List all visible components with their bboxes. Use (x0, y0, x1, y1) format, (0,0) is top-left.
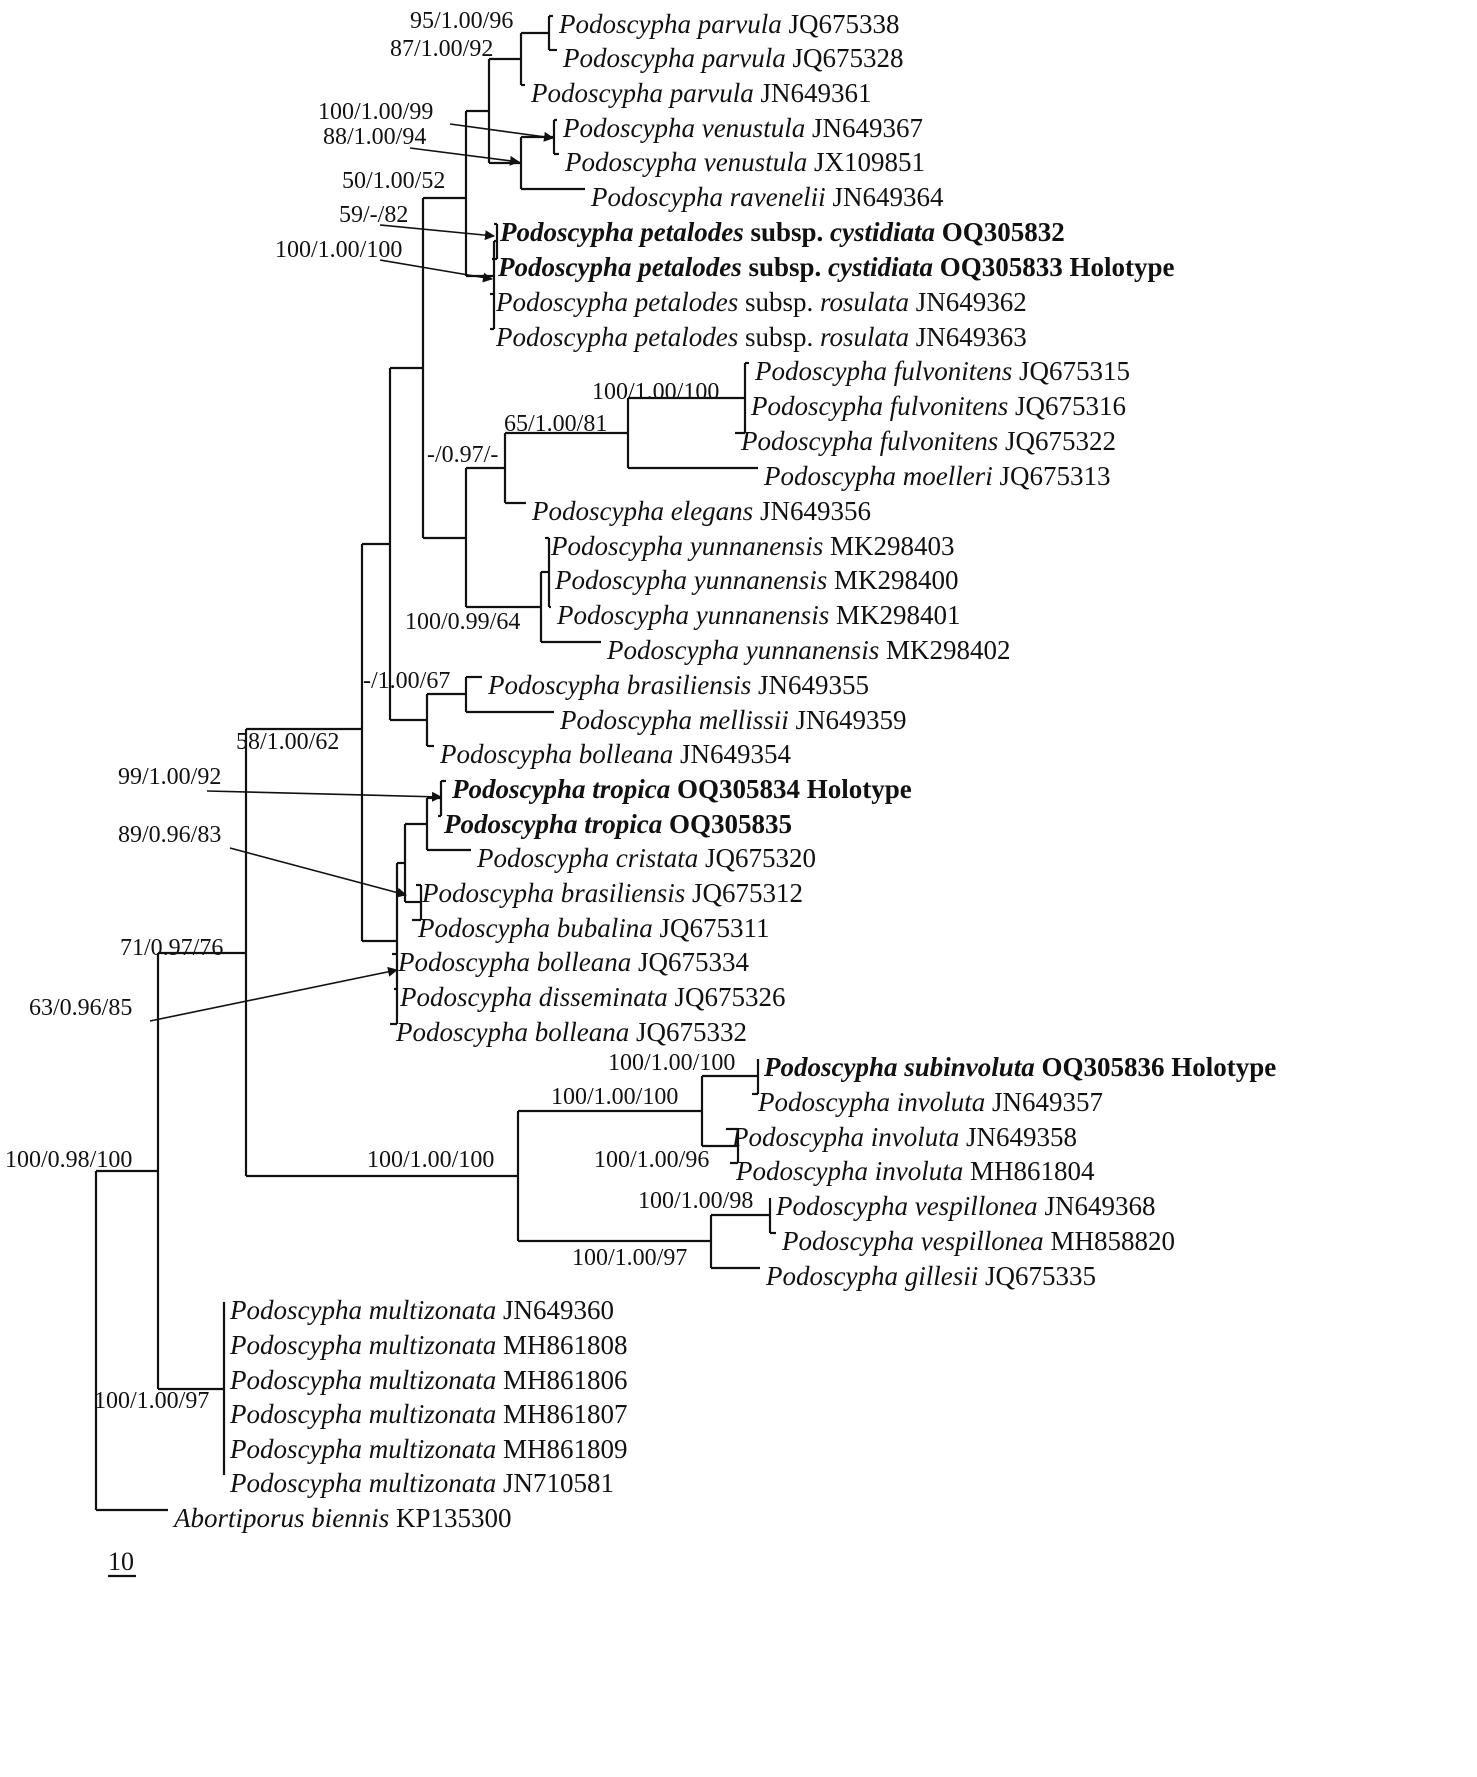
support-value-involuta_clade: 100/1.00/100 (551, 1084, 678, 1110)
taxon-label-involuta3: Podoscypha involuta MH861804 (735, 1156, 1095, 1186)
support-pointer-line (379, 224, 495, 241)
taxon-label-multizonata4: Podoscypha multizonata MH861807 (229, 1399, 628, 1429)
support-value-vesp_gill: 100/1.00/97 (572, 1245, 687, 1271)
taxon-label-yunnanensis3: Podoscypha yunnanensis MK298401 (556, 600, 960, 630)
support-value-big_clade: 58/1.00/62 (236, 729, 339, 755)
support-value-lower: 100/1.00/100 (367, 1147, 494, 1173)
taxon-label-parvula2: Podoscypha parvula JQ675328 (562, 43, 903, 73)
taxon-label-cyst1: Podoscypha petalodes subsp. cystidiata O… (499, 217, 1065, 247)
taxon-label-subinvoluta: Podoscypha subinvoluta OQ305836 Holotype (763, 1052, 1276, 1082)
support-value-upper: 50/1.00/52 (342, 168, 445, 194)
taxon-label-fulvonitens3: Podoscypha fulvonitens JQ675322 (740, 426, 1116, 456)
scale-bar: 10 (108, 1547, 136, 1578)
scale-bar-label: 10 (108, 1547, 134, 1576)
taxon-label-fulvonitens1: Podoscypha fulvonitens JQ675315 (754, 356, 1130, 386)
taxon-label-yunnanensis1: Podoscypha yunnanensis MK298403 (550, 531, 954, 561)
taxon-label-abortiporus: Abortiporus biennis KP135300 (172, 1503, 512, 1533)
support-value-bolleana_clade: 63/0.96/85 (29, 995, 132, 1021)
taxon-label-brasiliensis2: Podoscypha brasiliensis JQ675312 (421, 878, 803, 908)
taxon-label-venustula2: Podoscypha venustula JX109851 (564, 147, 925, 177)
support-value-eleg_clade: -/0.97/- (427, 442, 498, 468)
taxon-label-multizonata5: Podoscypha multizonata MH861809 (229, 1434, 628, 1464)
support-value-fulvonitens: 100/1.00/100 (592, 379, 719, 405)
taxon-label-parvula3: Podoscypha parvula JN649361 (530, 78, 871, 108)
taxon-label-tropica1: Podoscypha tropica OQ305834 Holotype (451, 774, 912, 804)
taxon-label-vespillonea1: Podoscypha vespillonea JN649368 (775, 1191, 1155, 1221)
taxon-label-involuta1: Podoscypha involuta JN649357 (757, 1087, 1103, 1117)
support-pointer-line (206, 790, 442, 802)
taxon-label-elegans: Podoscypha elegans JN649356 (531, 496, 871, 526)
support-value-pod_main: 71/0.97/76 (120, 935, 223, 961)
taxon-label-gillesii: Podoscypha gillesii JQ675335 (765, 1261, 1096, 1291)
support-value-tropica: 99/1.00/92 (118, 764, 221, 790)
taxon-label-multizonata1: Podoscypha multizonata JN649360 (229, 1295, 614, 1325)
support-value-fulvo_moell: 65/1.00/81 (504, 411, 607, 437)
taxon-label-bubalina: Podoscypha bubalina JQ675311 (417, 913, 770, 943)
taxon-label-tropica2: Podoscypha tropica OQ305835 (443, 809, 792, 839)
support-value-parvula12: 95/1.00/96 (410, 8, 513, 34)
support-pointer-line (149, 966, 398, 1022)
taxon-label-rosulata2: Podoscypha petalodes subsp. rosulata JN6… (495, 322, 1027, 352)
taxon-label-cyst2: Podoscypha petalodes subsp. cystidiata O… (497, 252, 1175, 282)
support-value-parvula_clade: 87/1.00/92 (390, 36, 493, 62)
support-value-bras_mell: -/1.00/67 (363, 668, 450, 694)
taxon-label-yunnanensis4: Podoscypha yunnanensis MK298402 (606, 635, 1010, 665)
taxon-label-involuta2: Podoscypha involuta JN649358 (731, 1122, 1077, 1152)
taxon-label-yunnanensis2: Podoscypha yunnanensis MK298400 (554, 565, 958, 595)
support-pointer-line (229, 847, 407, 898)
support-value-bras_bub: 89/0.96/83 (118, 822, 221, 848)
support-value-root: 100/0.98/100 (5, 1147, 132, 1173)
support-value-vespillonea: 100/1.00/98 (638, 1188, 753, 1214)
taxon-label-ravenelii: Podoscypha ravenelii JN649364 (590, 182, 944, 212)
support-value-venust_raven: 88/1.00/94 (323, 124, 426, 150)
support-pointer-line (409, 147, 520, 166)
support-value-yunnanensis: 100/0.99/64 (405, 609, 520, 635)
support-value-multizonata: 100/1.00/97 (94, 1388, 209, 1414)
taxon-label-disseminata: Podoscypha disseminata JQ675326 (399, 982, 786, 1012)
taxon-label-multizonata3: Podoscypha multizonata MH861806 (229, 1365, 628, 1395)
support-value-venustula: 100/1.00/99 (318, 99, 433, 125)
support-pointer-line (449, 123, 554, 142)
taxon-label-rosulata1: Podoscypha petalodes subsp. rosulata JN6… (495, 287, 1027, 317)
taxon-label-vespillonea2: Podoscypha vespillonea MH858820 (781, 1226, 1175, 1256)
support-pointer-lines (149, 123, 554, 1022)
support-value-subinvoluta: 100/1.00/100 (608, 1050, 735, 1076)
taxon-label-bolleana2: Podoscypha bolleana JQ675334 (397, 947, 749, 977)
taxon-label-venustula1: Podoscypha venustula JN649367 (562, 113, 923, 143)
taxon-label-multizonata6: Podoscypha multizonata JN710581 (229, 1468, 614, 1498)
taxon-label-moelleri: Podoscypha moelleri JQ675313 (763, 461, 1110, 491)
support-value-involuta23: 100/1.00/96 (594, 1147, 709, 1173)
taxon-label-brasiliensis1: Podoscypha brasiliensis JN649355 (487, 670, 869, 700)
taxon-label-cristata: Podoscypha cristata JQ675320 (476, 843, 816, 873)
tree-branches (94, 14, 776, 1512)
taxon-label-parvula1: Podoscypha parvula JQ675338 (558, 9, 899, 39)
support-value-cystidiata: 59/-/82 (339, 202, 408, 228)
taxon-label-fulvonitens2: Podoscypha fulvonitens JQ675316 (750, 391, 1126, 421)
support-value-petalodes: 100/1.00/100 (275, 237, 402, 263)
taxon-label-multizonata2: Podoscypha multizonata MH861808 (229, 1330, 628, 1360)
support-pointer-line (379, 259, 493, 283)
taxon-label-bolleana3: Podoscypha bolleana JQ675332 (395, 1017, 747, 1047)
taxon-label-bolleana1: Podoscypha bolleana JN649354 (439, 739, 791, 769)
taxon-label-mellissii: Podoscypha mellissii JN649359 (559, 705, 907, 735)
